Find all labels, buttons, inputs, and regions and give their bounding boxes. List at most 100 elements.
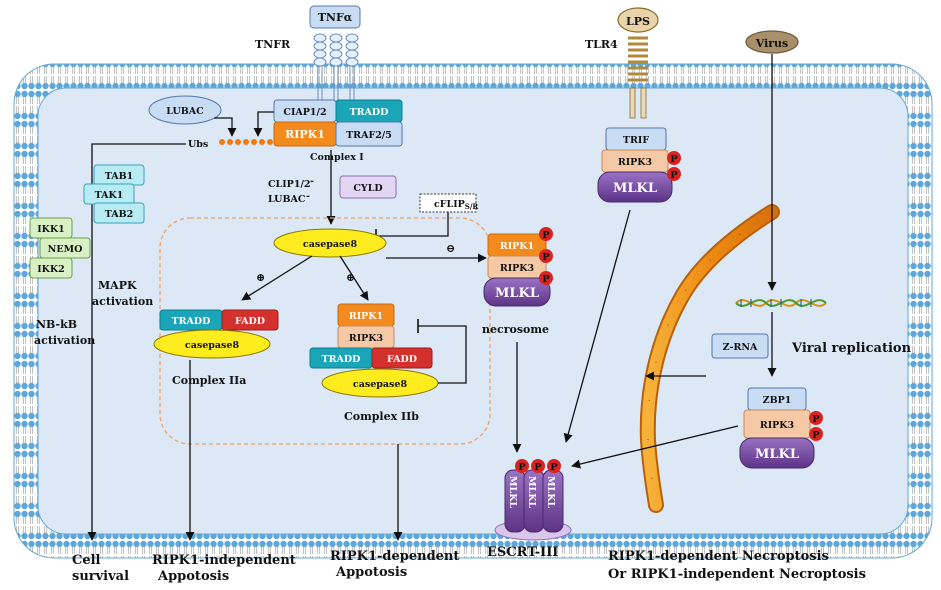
traf-label: TRAF2/5 xyxy=(346,130,392,141)
plus-right: ⊕ xyxy=(346,271,355,284)
mlkl-pore: MLKL MLKL MLKL P P P ESCRT-III xyxy=(487,459,572,560)
complex-1: CIAP1/2 TRADD RIPK1 TRAF2/5 Complex I xyxy=(273,99,403,163)
virus-oval xyxy=(745,30,799,54)
tlr4-stack xyxy=(628,36,648,82)
casepase8-2a-label: casepase8 xyxy=(185,340,240,351)
viral-dna-helix xyxy=(735,299,827,307)
trif-to-pore xyxy=(563,209,631,443)
tnfr-coils xyxy=(313,33,359,100)
branch-to-2b xyxy=(339,255,369,301)
ripk3-label-nec: RIPK3 xyxy=(500,263,534,274)
phospho-1b: P xyxy=(542,252,549,263)
mlkl-label-zbp1: MLKL xyxy=(755,447,799,462)
complex2a-label: Complex IIa xyxy=(172,374,246,387)
zrna-label: Z-RNA xyxy=(723,342,758,353)
traf-box xyxy=(335,121,403,147)
phospho-pore-2: P xyxy=(534,462,541,473)
tlr4-receptor: LPS TLR4 xyxy=(585,7,659,119)
ripk1-label-nec: RIPK1 xyxy=(500,241,534,252)
ciap-arrow xyxy=(253,111,274,137)
mlkl-pore-1: MLKL xyxy=(507,476,518,508)
phospho-pore-1: P xyxy=(518,462,525,473)
casepase8-center xyxy=(273,228,387,258)
cell-membrane xyxy=(13,63,933,559)
mlkl-pore-2: MLKL xyxy=(526,476,537,508)
cyld-box xyxy=(339,175,397,199)
mlkl-pore-3: MLKL xyxy=(545,476,556,508)
lubac-label: LUBAC xyxy=(166,106,204,117)
phospho-1a: P xyxy=(542,230,549,241)
branch-to-2a xyxy=(241,255,313,301)
complex1-label: Complex I xyxy=(310,152,364,163)
nemo-label: NEMO xyxy=(48,244,83,255)
cyld-label: CYLD xyxy=(353,183,382,194)
phospho-pore-3: P xyxy=(550,462,557,473)
tnfa-label: TNFα xyxy=(318,11,353,24)
necrosome-label: necrosome xyxy=(482,323,549,336)
phospho-3a: P xyxy=(812,414,819,425)
phospho-2b: P xyxy=(670,170,677,181)
clip-minus: - xyxy=(310,176,314,187)
tnf-receptor: TNFα TNFR xyxy=(255,5,361,100)
nfkb-label-1: NB-kB xyxy=(36,318,77,331)
dep-apoptosis-2: Appotosis xyxy=(335,565,407,580)
clip-label: CLIP1/2 xyxy=(268,179,311,190)
ripk1-label-c1: RIPK1 xyxy=(285,128,325,141)
ripk3-label-trif: RIPK3 xyxy=(618,157,652,168)
lps-oval xyxy=(617,7,659,33)
necrosome: RIPK1 RIPK3 MLKL P P P necrosome xyxy=(482,227,553,336)
cell-survival-1: Cell xyxy=(72,553,101,568)
cflip-inhibit-line xyxy=(376,212,449,237)
casepase8-2b-label: casepase8 xyxy=(353,379,408,390)
ripk1-label-2b: RIPK1 xyxy=(349,311,383,322)
fadd-label-2b: FADD xyxy=(387,354,417,365)
ikk2-label: IKK2 xyxy=(37,264,65,275)
dep-apoptosis-1: RIPK1-dependent xyxy=(330,549,459,564)
complex2-region xyxy=(159,217,491,445)
necroptosis-1: RIPK1-dependent Necroptosis xyxy=(608,549,829,564)
tak1-label: TAK1 xyxy=(95,190,124,201)
lubac-minus-label: LUBAC xyxy=(268,194,306,205)
mlkl-label-nec: MLKL xyxy=(495,286,539,301)
trif-complex: TRIF RIPK3 MLKL P P xyxy=(597,127,681,203)
endoplasmic-reticulum xyxy=(639,204,780,513)
mlkl-label-trif: MLKL xyxy=(613,181,657,196)
tlr4-label: TLR4 xyxy=(585,38,618,51)
tab1-label: TAB1 xyxy=(105,171,134,182)
lubac-arrow xyxy=(214,117,237,137)
tab2-label: TAB2 xyxy=(105,209,134,220)
survival-arrow xyxy=(87,143,186,541)
feedback-inhibit-line xyxy=(418,325,467,384)
zbp1-label: ZBP1 xyxy=(763,395,792,406)
indep-apoptosis-1: RIPK1-independent xyxy=(152,553,296,568)
cell-survival-2: survival xyxy=(72,569,129,584)
mapk-label-2: activation xyxy=(92,295,153,308)
phospho-3b: P xyxy=(812,430,819,441)
phospho-2a: P xyxy=(670,154,677,165)
zrna-box xyxy=(711,333,769,359)
complex-2b: RIPK1 RIPK3 TRADD FADD casepase8 Complex… xyxy=(309,303,439,423)
casepase8-center-label: casepase8 xyxy=(303,239,358,250)
ripk3-label-zbp1: RIPK3 xyxy=(760,420,794,431)
plus-left: ⊕ xyxy=(256,271,265,284)
indep-apoptosis-2: Appotosis xyxy=(157,569,229,584)
ubiquitin-chain xyxy=(219,139,273,145)
lps-label: LPS xyxy=(626,15,650,28)
cflip-label: cFLIPS/R xyxy=(434,199,478,211)
ubs-label: Ubs xyxy=(188,139,208,150)
zbp1-complex: ZBP1 RIPK3 MLKL P P xyxy=(739,387,823,469)
minus-circle: ⊖ xyxy=(446,242,455,255)
escrt-label: ESCRT-III xyxy=(487,545,558,560)
lubac-oval xyxy=(148,95,222,125)
nfkb-label-2: activation xyxy=(34,334,95,347)
fadd-label-2a: FADD xyxy=(235,316,265,327)
mapk-label-1: MAPK xyxy=(98,279,137,292)
tradd-label-2a: TRADD xyxy=(172,316,211,327)
tak1-complex: TAB1 TAK1 TAB2 xyxy=(83,164,145,224)
viral-replication-label: Viral replication xyxy=(791,341,912,356)
phospho-1c: P xyxy=(542,274,549,285)
lubac-minus-sign: - xyxy=(306,191,310,202)
zbp1-to-pore xyxy=(571,425,739,469)
